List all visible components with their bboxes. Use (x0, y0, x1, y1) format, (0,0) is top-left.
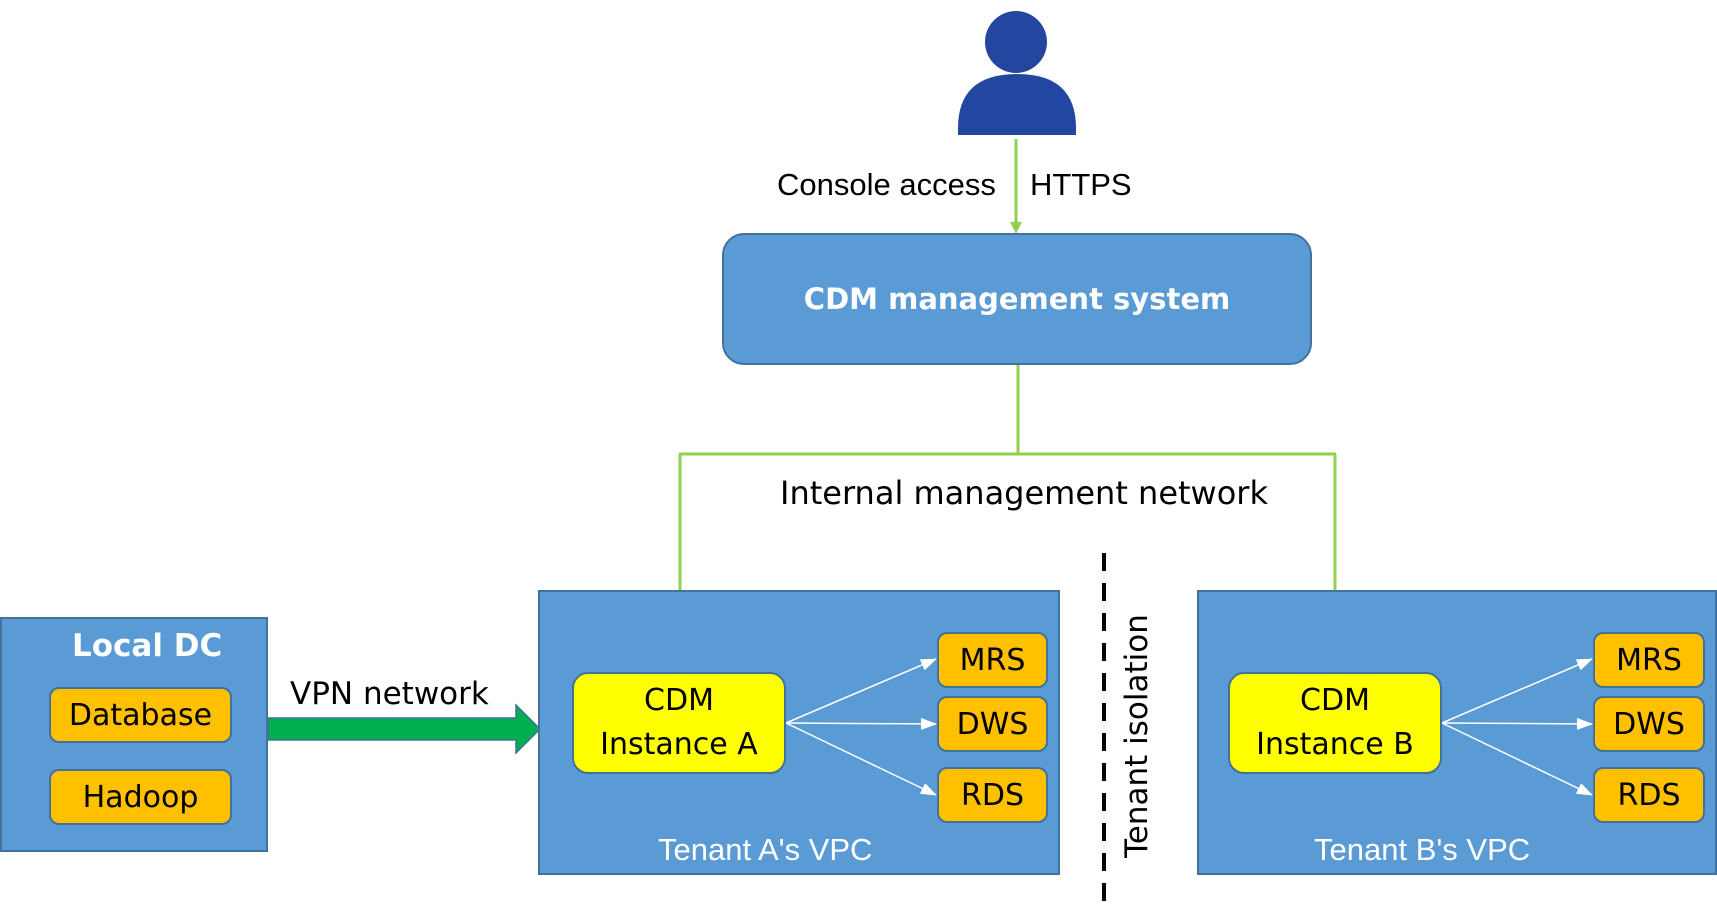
tenant-b-service-mrs: MRS (1593, 632, 1705, 688)
cdm-management-system: CDM management system (722, 233, 1312, 365)
instance-b-line2: Instance B (1256, 727, 1414, 762)
user-icon (958, 11, 1076, 135)
internal-network-label: Internal management network (780, 474, 1268, 512)
tenant-a-vpc-label: Tenant A's VPC (658, 832, 873, 867)
tenant-b-vpc-label: Tenant B's VPC (1314, 832, 1531, 867)
service-label: DWS (1613, 706, 1685, 742)
service-label: MRS (1616, 642, 1682, 678)
cdm-instance-b: CDM Instance B (1228, 672, 1442, 774)
local-dc-title: Local DC (72, 628, 223, 664)
tenant-a-service-dws: DWS (937, 696, 1048, 752)
tenant-isolation-label: Tenant isolation (1119, 614, 1155, 858)
vpn-network-label: VPN network (290, 676, 489, 712)
local-dc-item-database: Database (49, 687, 232, 743)
tenant-a-service-mrs: MRS (937, 632, 1048, 688)
instance-a-line2: Instance A (600, 727, 758, 762)
vpn-arrow (267, 703, 542, 755)
database-label: Database (68, 697, 213, 733)
instance-a-line1: CDM (644, 683, 714, 718)
cdm-management-system-label: CDM management system (803, 282, 1231, 316)
service-label: DWS (956, 706, 1029, 742)
service-label: RDS (1617, 777, 1681, 813)
hadoop-label: Hadoop (82, 779, 199, 815)
console-access-arrowhead (1010, 222, 1022, 234)
instance-b-line1: CDM (1300, 683, 1370, 718)
https-label: HTTPS (1030, 167, 1132, 202)
tenant-b-service-rds: RDS (1593, 767, 1705, 823)
console-access-label: Console access (777, 167, 996, 202)
local-dc-item-hadoop: Hadoop (49, 769, 232, 825)
cdm-instance-a: CDM Instance A (572, 672, 786, 774)
service-label: MRS (959, 642, 1026, 678)
tenant-a-service-rds: RDS (937, 767, 1048, 823)
service-label: RDS (961, 777, 1024, 813)
tenant-b-service-dws: DWS (1593, 696, 1705, 752)
